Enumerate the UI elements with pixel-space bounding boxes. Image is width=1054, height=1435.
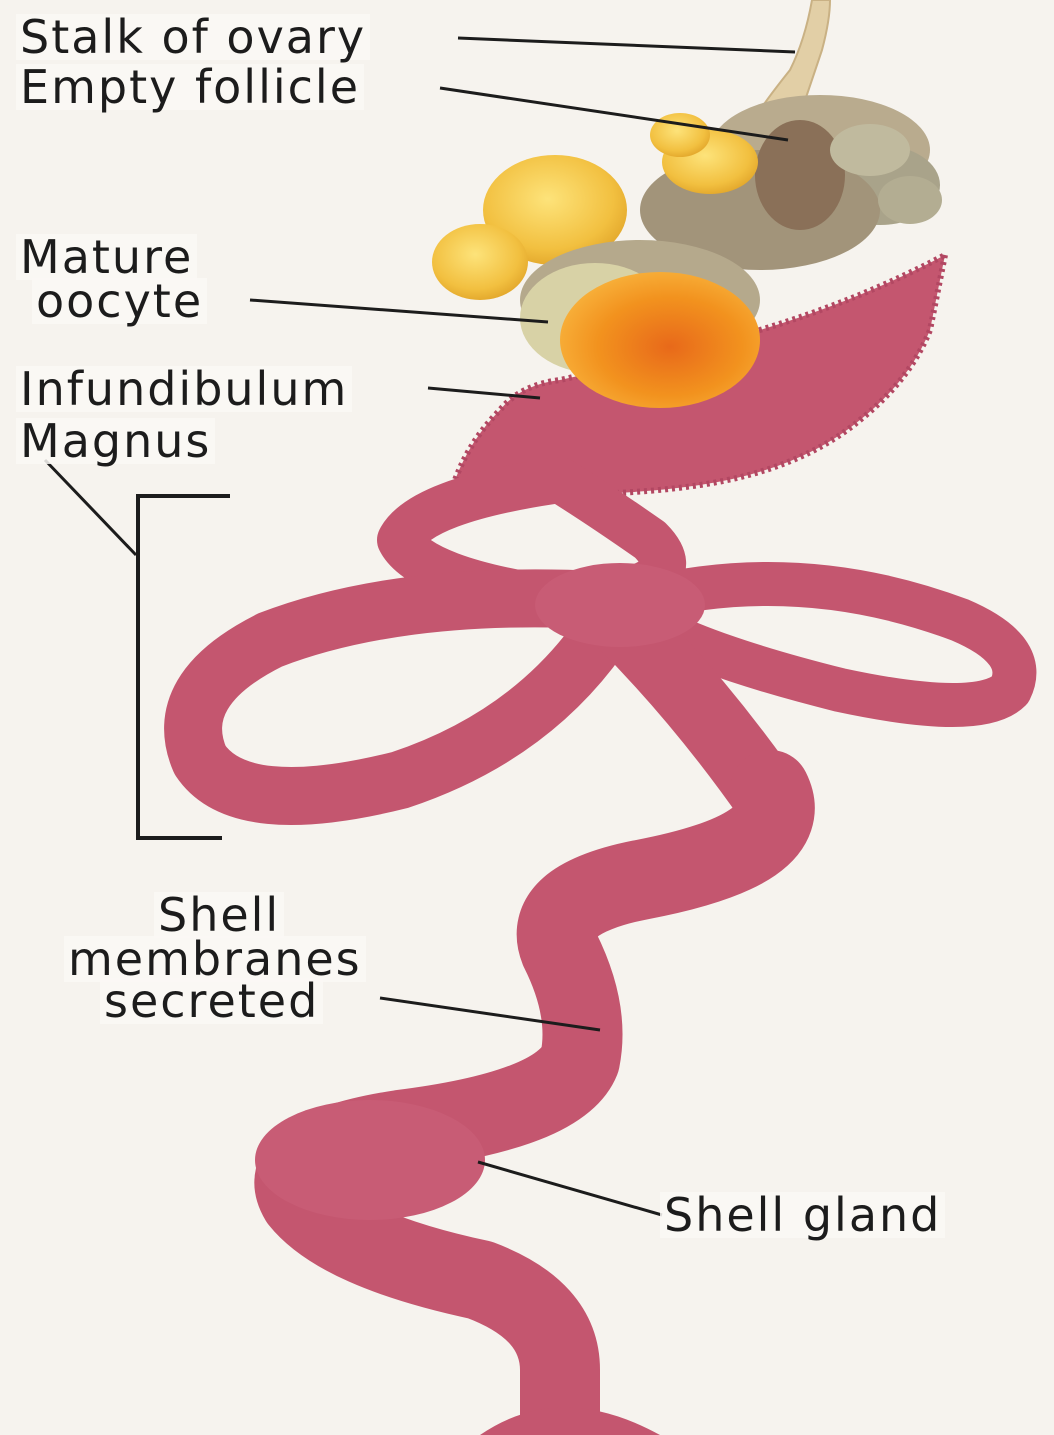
shell-gland-bulge	[255, 1100, 485, 1220]
magnus-knot	[535, 563, 705, 647]
cloaca-flare	[480, 1408, 660, 1435]
label-empty-follicle: Empty follicle	[16, 64, 364, 110]
label-shell-gland: Shell gland	[660, 1192, 945, 1238]
label-stalk-of-ovary: Stalk of ovary	[16, 14, 370, 60]
leader-stalk	[458, 38, 795, 52]
label-infundibulum: Infundibulum	[16, 366, 352, 412]
mature-oocyte	[560, 272, 760, 408]
label-magnus: Magnus	[16, 418, 215, 464]
leader-magnus	[45, 460, 136, 555]
label-oocyte: oocyte	[32, 278, 207, 324]
label-secreted: secreted	[100, 978, 323, 1024]
leader-oocyte	[250, 300, 548, 322]
leader-shell-gland	[478, 1162, 662, 1215]
leader-follicle	[440, 88, 788, 140]
